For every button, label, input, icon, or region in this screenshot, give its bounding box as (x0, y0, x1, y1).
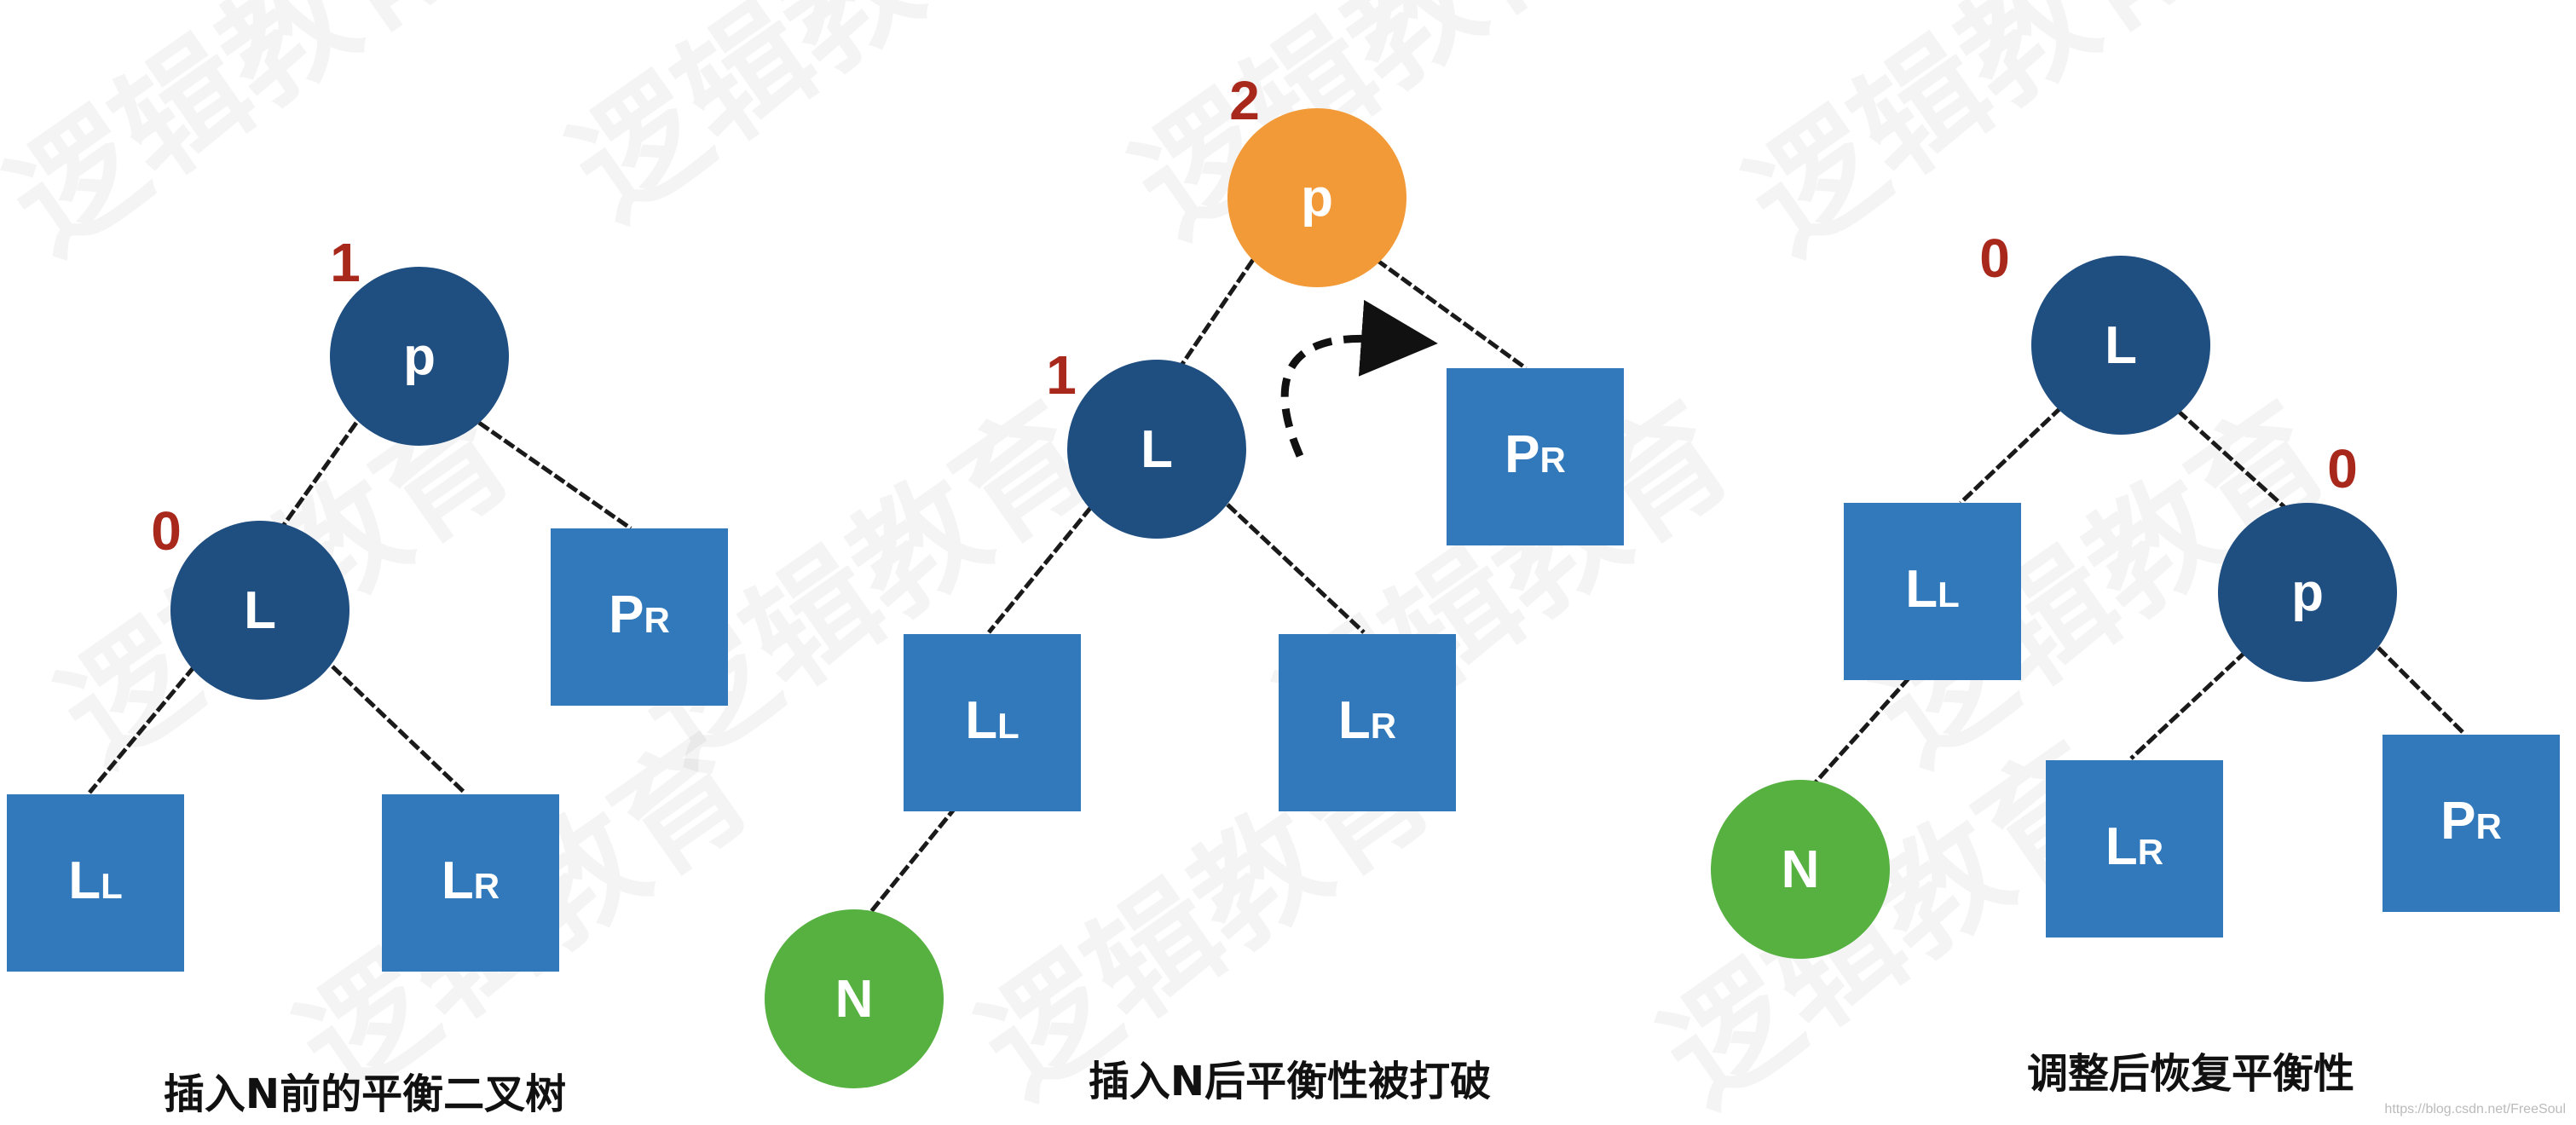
tree-leaf: LL (904, 634, 1081, 811)
svg-text:LL: LL (965, 691, 1019, 750)
tree-node: N (1711, 780, 1890, 959)
svg-text:LL: LL (1905, 560, 1960, 619)
svg-text:L: L (244, 581, 276, 640)
tree-edges (868, 245, 1528, 915)
svg-text:p: p (403, 327, 436, 386)
svg-text:p: p (1301, 169, 1333, 228)
balance-factor: 0 (2327, 438, 2358, 499)
tree-leaf: PR (2383, 735, 2560, 912)
watermark: 逻辑教育 (0, 0, 488, 280)
tree-leaf: PR (1447, 368, 1624, 545)
svg-text:L: L (2105, 316, 2137, 375)
rotation-arrow (1280, 299, 1438, 458)
tree-node: L 1 (1046, 344, 1246, 539)
tree-node: L 0 (151, 500, 349, 700)
tree-leaf: LR (1279, 634, 1456, 811)
source-credit: https://blog.csdn.net/FreeSoul (2384, 1102, 2566, 1116)
tree-leaf: LR (382, 794, 559, 972)
panel-before-insert: p 1 L 0 PR LL LR 插入N前的平衡二叉树 (7, 232, 728, 1118)
panel-caption: 插入N后平衡性被打破 (1089, 1058, 1491, 1105)
panel-caption: 插入N前的平衡二叉树 (164, 1070, 566, 1118)
watermark: 逻辑教育 (1723, 0, 2227, 280)
svg-text:PR: PR (609, 586, 670, 644)
svg-text:LL: LL (68, 851, 123, 910)
panel-after-rotation: L 0 LL p 0 N LR PR 调整后恢复平衡性 (1711, 228, 2560, 1098)
panel-after-insert: p 2 L 1 PR LL LR N 插入N后平衡性被打破 (765, 70, 1624, 1105)
tree-node: p 2 (1227, 70, 1406, 287)
svg-text:LR: LR (1338, 691, 1396, 750)
tree-leaf: PR (551, 528, 728, 706)
balance-factor: 0 (1979, 228, 2010, 289)
balance-factor: 2 (1229, 70, 1260, 131)
tree-leaf: LL (1844, 503, 2021, 680)
svg-text:PR: PR (1505, 425, 1566, 484)
tree-leaf: LR (2046, 760, 2223, 938)
svg-text:LR: LR (2105, 817, 2163, 876)
tree-edges (88, 420, 632, 794)
balance-factor: 1 (1046, 344, 1077, 406)
tree-node: p 0 (2218, 438, 2397, 682)
balance-factor: 0 (151, 500, 182, 562)
svg-text:L: L (1141, 420, 1173, 479)
tree-node: N (765, 909, 944, 1088)
watermark: 逻辑教育 (546, 0, 1050, 246)
balance-factor: 1 (330, 232, 361, 293)
tree-edges (1812, 406, 2465, 786)
svg-text:PR: PR (2440, 792, 2502, 851)
svg-text:LR: LR (442, 851, 500, 910)
svg-text:N: N (1782, 840, 1820, 899)
tree-node: L 0 (1979, 228, 2210, 435)
tree-leaf: LL (7, 794, 184, 972)
panel-caption: 调整后恢复平衡性 (2027, 1050, 2354, 1098)
tree-node: p 1 (330, 232, 509, 446)
svg-text:p: p (2291, 563, 2324, 622)
svg-text:N: N (835, 970, 874, 1029)
